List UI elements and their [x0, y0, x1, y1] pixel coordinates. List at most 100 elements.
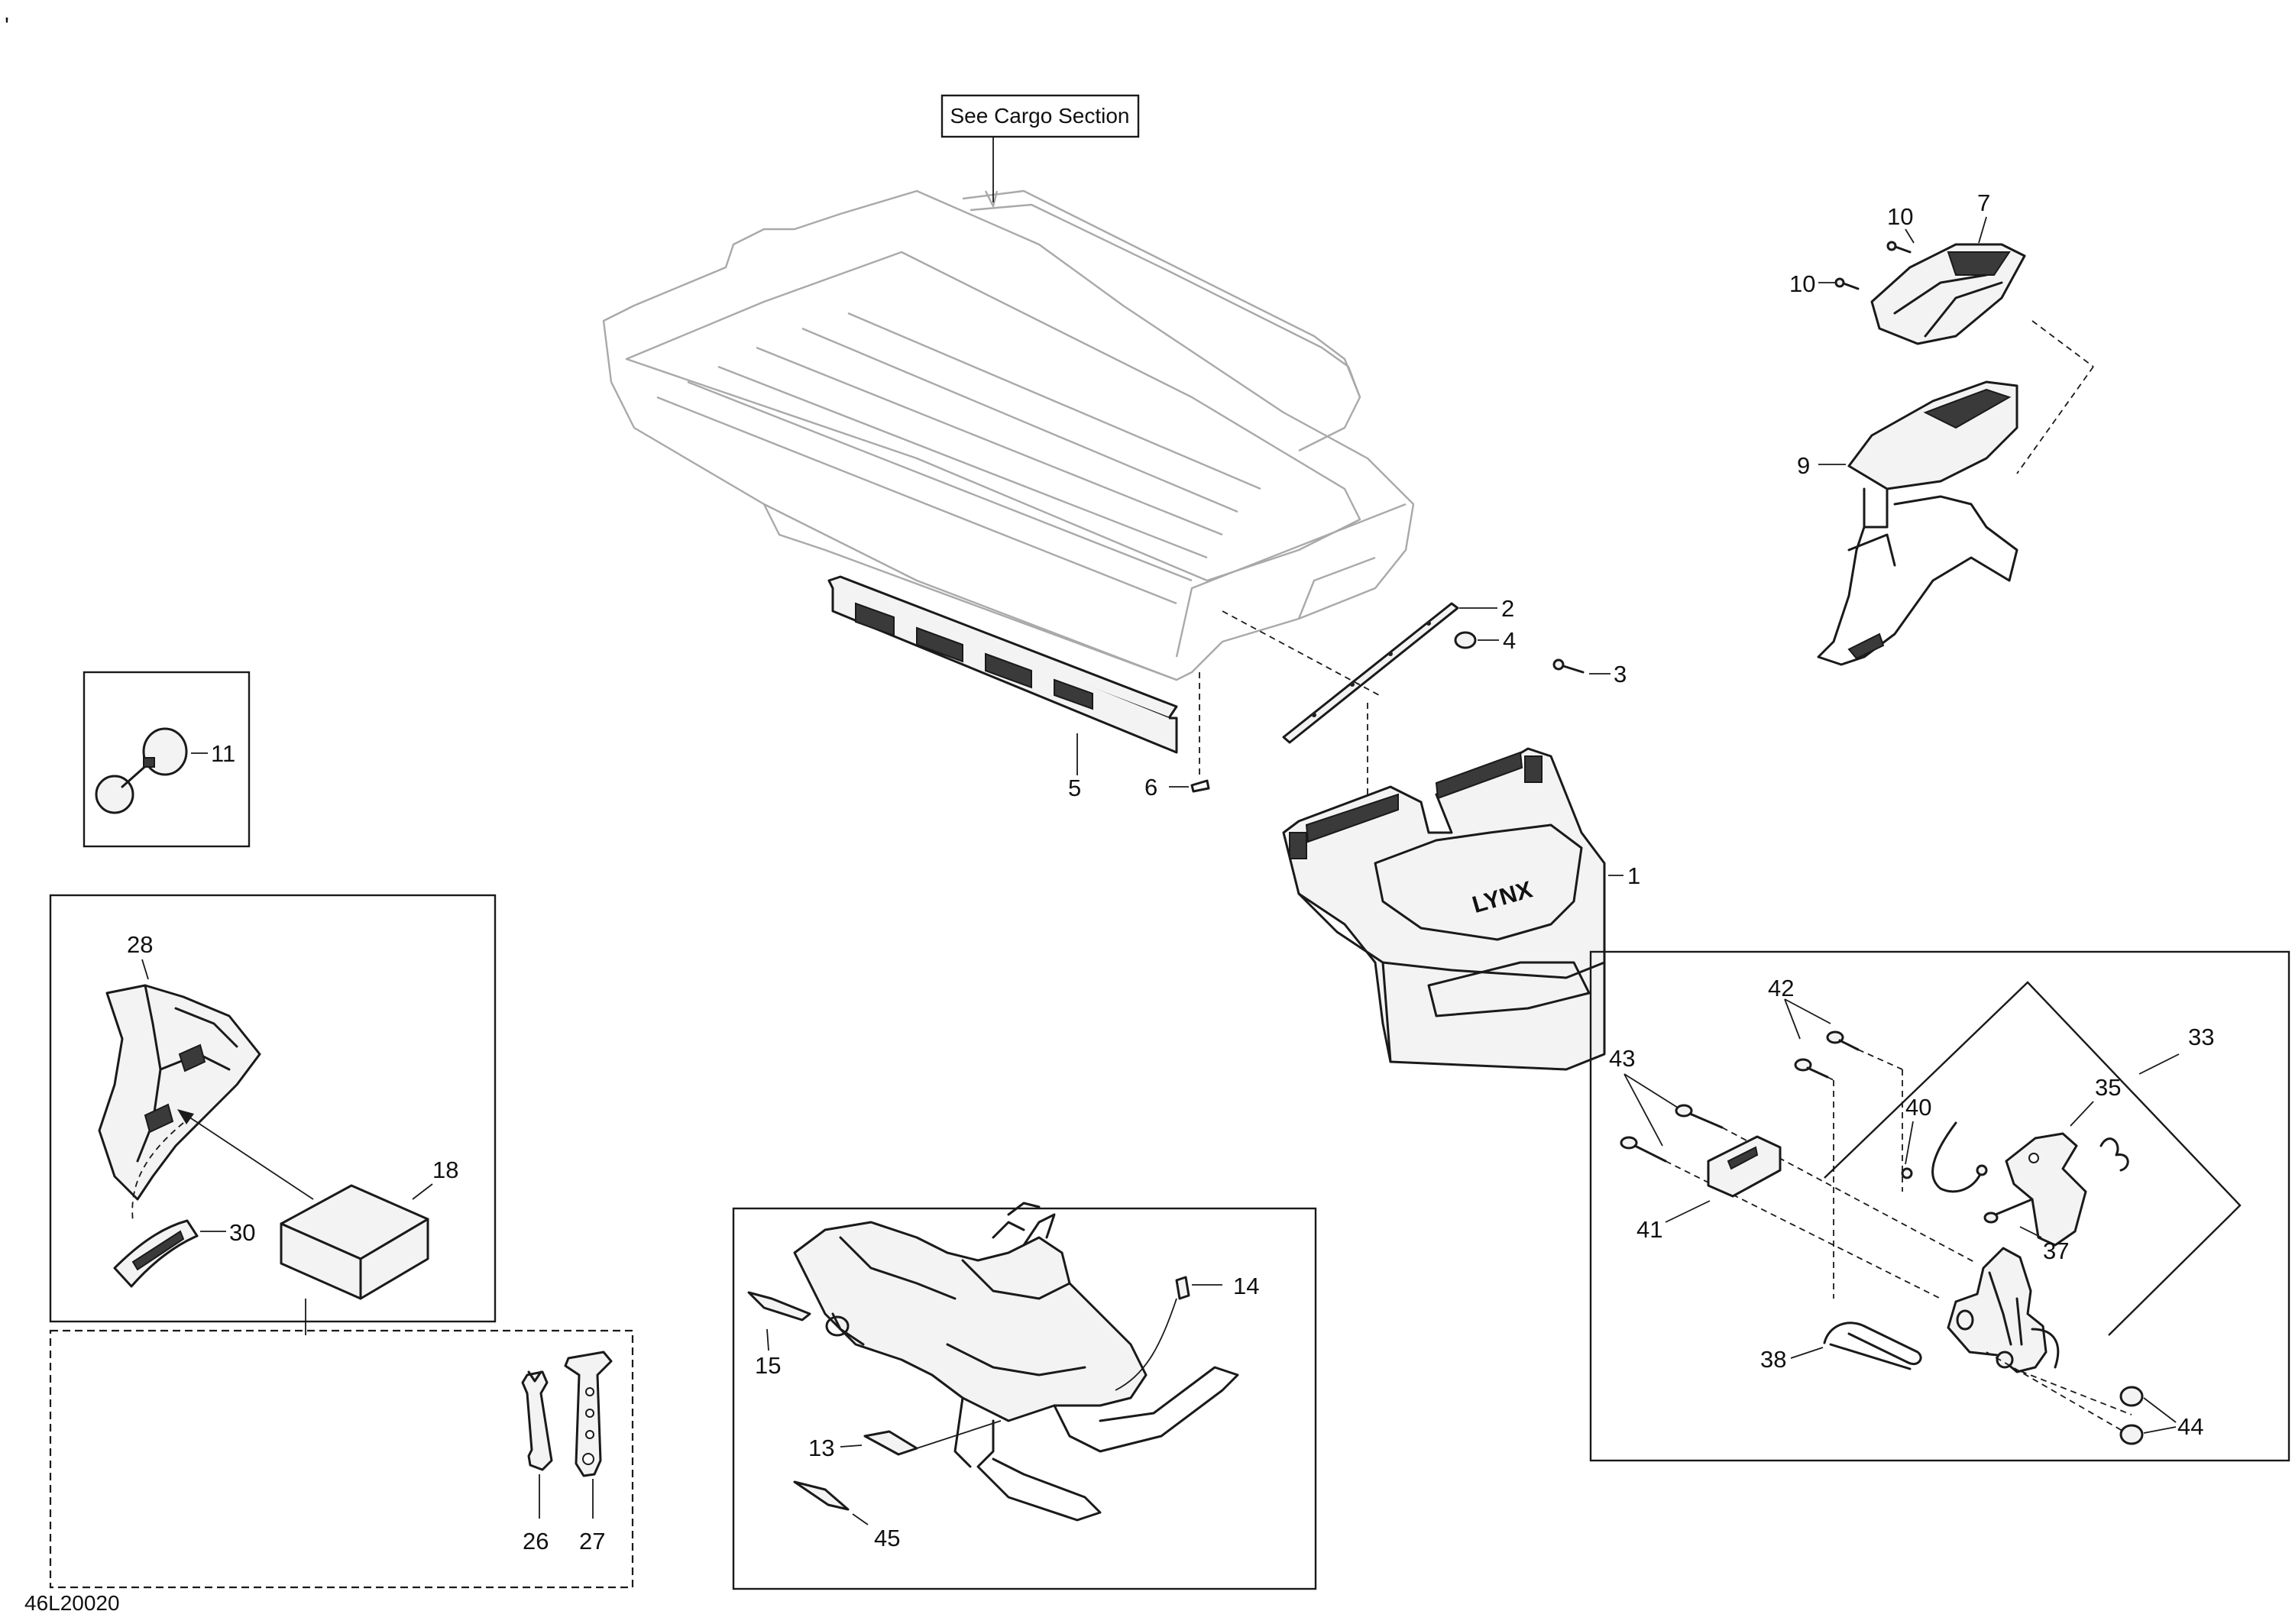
part-45-leader	[852, 1513, 869, 1525]
part-13-leader	[840, 1444, 863, 1448]
see-cargo-section-label: See Cargo Section	[950, 104, 1129, 128]
callout-28: 28	[127, 931, 153, 958]
part-7-leader	[1978, 216, 1987, 244]
callout-37: 37	[2043, 1237, 2069, 1264]
lens-to-housing-dash	[2031, 320, 2094, 367]
drawing-number: 46L20020	[24, 1591, 120, 1615]
part-7-lens	[1870, 243, 2026, 345]
part-38-clip	[1823, 1322, 1922, 1370]
mirror-kit-box	[83, 671, 251, 848]
part-9-housing	[1817, 380, 2018, 666]
part-3-screw-head	[1552, 658, 1565, 671]
callout-45: 45	[874, 1525, 900, 1551]
part-43-leader-b	[1624, 1073, 1679, 1108]
part-27-spanner	[564, 1351, 613, 1477]
callout-33: 33	[2188, 1024, 2214, 1050]
callout-26: 26	[523, 1528, 549, 1554]
part-42-dash-a	[1857, 1049, 1903, 1070]
callout-35: 35	[2095, 1074, 2121, 1101]
callout-14: 14	[1233, 1273, 1259, 1299]
callout-9: 9	[1797, 452, 1810, 479]
part-35-bracket	[2005, 1132, 2087, 1247]
callout-1: 1	[1627, 862, 1640, 889]
callout-15: 15	[755, 1352, 781, 1379]
decal-kit-box	[732, 1207, 1317, 1590]
part-14-leader-curve	[1115, 1298, 1177, 1391]
bracket-to-nuts-dash-2	[1986, 1351, 2132, 1437]
rail-to-flap-dash	[1222, 610, 1380, 696]
part-15-leader	[766, 1328, 769, 1351]
bracket-to-nuts-dash	[2010, 1367, 2132, 1415]
part-10b-screw-head	[1834, 277, 1845, 288]
callout-40: 40	[1905, 1094, 1931, 1121]
callout-41: 41	[1636, 1216, 1662, 1243]
part-28-leader	[141, 959, 149, 980]
part-38-leader	[1790, 1347, 1824, 1359]
part-44-nuts	[2119, 1386, 2144, 1445]
part-44-leader-a	[2143, 1397, 2177, 1423]
callout-30: 30	[229, 1219, 255, 1246]
tick-mark: '	[5, 12, 9, 39]
part-43-dash-b	[1665, 1160, 1941, 1299]
part-40-leader	[1905, 1121, 1914, 1165]
part-44-leader-b	[2143, 1426, 2177, 1434]
callout-6: 6	[1144, 774, 1157, 801]
part-18-box	[280, 1184, 429, 1300]
part-45-decal	[793, 1480, 850, 1511]
see-cargo-section-box: See Cargo Section	[940, 94, 1140, 138]
part-43-bolts	[1620, 1104, 1724, 1163]
part-35-leader	[2070, 1101, 2094, 1127]
callout-2: 2	[1501, 595, 1514, 622]
callout-13: 13	[808, 1435, 834, 1461]
part-11-mirror	[95, 727, 188, 814]
hitch-bracket	[1947, 1247, 2060, 1373]
part-37-leader	[2019, 1226, 2042, 1238]
lens-to-housing-dash-2	[2016, 366, 2094, 474]
part-33-leader	[2138, 1053, 2180, 1075]
callout-43: 43	[1609, 1045, 1635, 1072]
part-26-wrench	[521, 1370, 553, 1471]
callout-10-top: 10	[1887, 203, 1913, 230]
part-15-decal	[747, 1291, 811, 1322]
callout-10-left: 10	[1789, 270, 1815, 297]
part-37-pin-head	[1983, 1212, 1999, 1224]
callout-5: 5	[1068, 775, 1081, 801]
part-37-pin	[1994, 1198, 2034, 1216]
part-4-nut	[1454, 631, 1477, 649]
tool-kit-box	[49, 1329, 634, 1589]
part-41-plate	[1707, 1135, 1782, 1198]
part-14-decal	[1175, 1276, 1190, 1300]
part-41-leader	[1665, 1200, 1711, 1223]
hitch-subkit-frame	[1824, 981, 2242, 1336]
callout-27: 27	[579, 1528, 605, 1554]
part-40-cable	[1901, 1121, 1988, 1193]
part-28-storage-bag	[98, 984, 261, 1201]
storage-kit-box	[49, 894, 497, 1323]
callout-4: 4	[1503, 627, 1516, 654]
part-10a-leader	[1905, 228, 1915, 244]
part-42-leader-a	[1784, 998, 1801, 1040]
arrowhead	[177, 1109, 194, 1124]
part-18-leader	[412, 1183, 433, 1200]
part-5-side-rail	[827, 575, 1178, 754]
strap-curve-dash	[131, 1122, 184, 1223]
part-33-spring	[2099, 1137, 2129, 1172]
callout-38: 38	[1760, 1346, 1786, 1373]
bag-to-box-arrow	[181, 1111, 314, 1200]
callout-7: 7	[1977, 189, 1990, 216]
callout-11: 11	[211, 740, 235, 767]
part-13-leader-2	[916, 1420, 1002, 1449]
part-42-dash-c	[1827, 1076, 1834, 1081]
part-10a-screw-head	[1886, 241, 1897, 251]
part-1-snowflap: LYNX	[1282, 747, 1606, 1071]
callout-3: 3	[1614, 661, 1627, 687]
part-13-decal	[863, 1430, 918, 1456]
callout-44: 44	[2177, 1413, 2203, 1440]
part-6-rivet	[1190, 779, 1210, 793]
callout-18: 18	[432, 1157, 458, 1183]
snowmobile-outline	[793, 1202, 1239, 1522]
part-42-bolts	[1794, 1030, 1860, 1079]
cargo-rack-ghost	[602, 189, 1415, 681]
part-42-leader-b	[1784, 998, 1831, 1024]
